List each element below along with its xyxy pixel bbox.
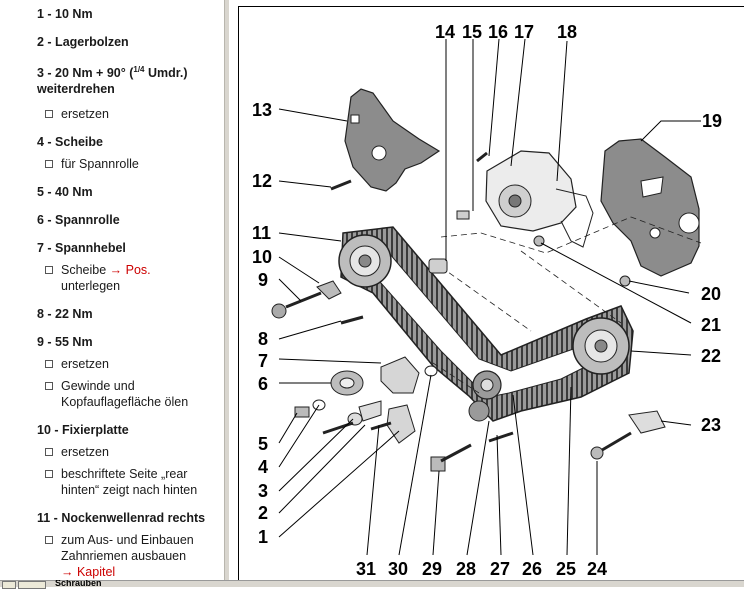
callout-3: 3 [258, 481, 268, 501]
vertical-scrollbar[interactable] [224, 0, 229, 580]
legend-sub-text: ersetzen [61, 357, 109, 371]
legend-sub-text: Gewinde und [61, 379, 135, 393]
callout-31: 31 [356, 559, 376, 579]
legend-sub-7-1: Scheibe → Pos. unterlegen [45, 262, 151, 294]
legend-sub-text-2: hinten“ zeigt nach hinten [61, 483, 198, 497]
bullet-icon [45, 470, 53, 478]
callout-25: 25 [556, 559, 576, 579]
legend-sub-4-1: für Spannrolle [45, 156, 139, 172]
callout-24: 24 [587, 559, 607, 579]
legend-item-9: 9 - 55 Nm [37, 335, 93, 349]
legend-sub-10-1: ersetzen [45, 444, 109, 460]
callout-27: 27 [490, 559, 510, 579]
bullet-icon [45, 160, 53, 168]
legend-sub-text: ersetzen [61, 107, 109, 121]
legend-sub-text: beschriftete Seite „rear [61, 467, 188, 481]
legend-item-3: 3 - 20 Nm + 90° (1/4 Umdr.) weiterdrehen [37, 62, 188, 97]
cover-hole [649, 227, 661, 239]
chapter-link[interactable]: → Kapitel [61, 565, 116, 579]
callout-18: 18 [557, 22, 577, 42]
fraction: 1/4 [133, 65, 145, 74]
timing-belt [340, 226, 634, 422]
legend-item-7: 7 - Spannhebel [37, 241, 126, 255]
legend-item-11: 11 - Nockenwellenrad rechts [37, 511, 206, 525]
small-parts [271, 151, 666, 472]
legend-item-5: 5 - 40 Nm [37, 185, 93, 199]
callout-2: 2 [258, 503, 268, 523]
water-pump [485, 150, 594, 248]
bullet-icon [45, 266, 53, 274]
bullet-icon [45, 536, 53, 544]
legend-item-1: 1 - 10 Nm [37, 7, 93, 21]
legend-sub-text: für Spannrolle [61, 157, 139, 171]
callout-13: 13 [252, 100, 272, 120]
bullet-icon [45, 448, 53, 456]
upper-left-cover [344, 88, 441, 192]
legend-sub-text-2: Zahnriemen ausbauen [61, 549, 187, 563]
callout-15: 15 [462, 22, 482, 42]
callout-23: 23 [701, 415, 721, 435]
callout-8: 8 [258, 329, 268, 349]
leader-lines [278, 38, 701, 556]
legend-sub-text: zum Aus- und Einbauen [61, 533, 194, 547]
legend-item-10: 10 - Fixierplatte [37, 423, 129, 437]
callout-1: 1 [258, 527, 268, 547]
callout-19: 19 [702, 111, 722, 131]
crankshaft-sprocket [468, 370, 502, 422]
callout-10: 10 [252, 247, 272, 267]
scroll-thumb[interactable] [18, 581, 46, 589]
callout-11: 11 [252, 223, 271, 243]
cut-off-heading: Schrauben [55, 580, 102, 586]
camshaft-sprocket-left [338, 234, 392, 288]
cover-slot [350, 114, 360, 124]
callout-12: 12 [252, 171, 272, 191]
callout-28: 28 [456, 559, 476, 579]
callout-21: 21 [701, 315, 721, 335]
callout-16: 16 [488, 22, 508, 42]
bullet-icon [45, 110, 53, 118]
legend-sub-9-1: ersetzen [45, 356, 109, 372]
cover-slot [640, 176, 664, 198]
callout-20: 20 [701, 284, 721, 304]
camshaft-sprocket-right [572, 317, 630, 375]
legend-panel: 1 - 10 Nm 2 - Lagerbolzen 3 - 20 Nm + 90… [0, 0, 228, 580]
legend-item-3-text: 3 - 20 Nm + 90° ( [37, 66, 134, 81]
bullet-icon [45, 382, 53, 390]
scroll-left-button[interactable] [2, 581, 16, 589]
legend-sub-text-2: Kopfauflagefläche ölen [61, 395, 189, 409]
legend-sub-10-2: beschriftete Seite „rear hinten“ zeigt na… [45, 466, 198, 498]
callout-7: 7 [258, 351, 268, 371]
callout-22: 22 [701, 346, 721, 366]
callout-14: 14 [435, 22, 455, 42]
bullet-icon [45, 360, 53, 368]
legend-sub-text: ersetzen [61, 445, 109, 459]
cover-hole [371, 145, 387, 161]
legend-item-4: 4 - Scheibe [37, 135, 103, 149]
callout-6: 6 [258, 374, 268, 394]
legend-item-2: 2 - Lagerbolzen [37, 35, 129, 49]
assembly-lines [432, 216, 702, 394]
exploded-diagram: 14 15 16 17 18 13 12 11 10 9 8 7 6 5 4 3… [238, 6, 744, 582]
position-link[interactable]: → Pos. [109, 263, 151, 277]
legend-item-6: 6 - Spannrolle [37, 213, 120, 227]
callout-29: 29 [422, 559, 442, 579]
callout-30: 30 [388, 559, 408, 579]
legend-sub-text-2: unterlegen [61, 279, 121, 293]
legend-sub-3-1: ersetzen [45, 106, 109, 122]
callout-9: 9 [258, 270, 268, 290]
rear-right-cover [600, 138, 700, 277]
legend-item-3-line2: weiterdrehen [37, 82, 115, 97]
callouts: 14 15 16 17 18 13 12 11 10 9 8 7 6 5 4 3… [252, 22, 722, 579]
callout-26: 26 [522, 559, 542, 579]
callout-5: 5 [258, 434, 268, 454]
legend-sub-text: Scheibe [61, 263, 110, 277]
legend-item-8: 8 - 22 Nm [37, 307, 93, 321]
callout-4: 4 [258, 457, 268, 477]
callout-17: 17 [514, 22, 534, 42]
cover-hole [678, 212, 700, 234]
legend-item-3-text-b: Umdr.) [144, 66, 188, 81]
